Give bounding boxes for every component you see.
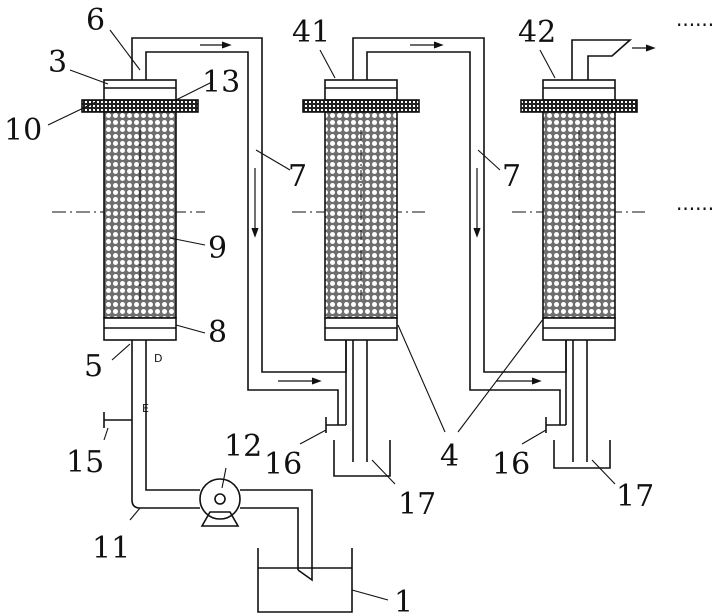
label-10: 10	[4, 113, 42, 148]
ellipsis-middle: ......	[676, 191, 714, 215]
valve-15	[103, 412, 132, 428]
label-6: 6	[86, 3, 105, 38]
label-17-second: 17	[616, 479, 654, 514]
label-17-first: 17	[398, 487, 436, 522]
tank	[257, 548, 353, 613]
label-5: 5	[84, 349, 103, 384]
flange	[81, 99, 199, 113]
valve-16-first	[325, 417, 346, 433]
label-41: 41	[292, 15, 330, 50]
label-42: 42	[518, 15, 556, 50]
label-13: 13	[202, 65, 240, 100]
label-11: 11	[92, 531, 130, 566]
label-16-first: 16	[264, 447, 302, 482]
beaker-17-second	[553, 440, 611, 469]
ellipsis-top: ......	[676, 7, 714, 31]
label-1: 1	[394, 585, 413, 616]
marker-5: D	[154, 352, 162, 365]
label-7-second: 7	[502, 159, 521, 194]
beaker-17-first	[333, 440, 391, 477]
label-16-second: 16	[492, 447, 530, 482]
label-4: 4	[440, 439, 459, 474]
label-8: 8	[208, 315, 227, 350]
pipe-7-second	[352, 37, 567, 425]
label-15: 15	[66, 445, 104, 480]
outlet-pipe	[571, 39, 633, 80]
label-9: 9	[208, 231, 227, 266]
column-2	[302, 79, 420, 341]
label-12: 12	[224, 429, 262, 464]
label-7-first: 7	[288, 159, 307, 194]
column-3	[520, 79, 638, 341]
column-1	[81, 79, 199, 341]
pump	[199, 478, 241, 527]
label-3: 3	[48, 45, 67, 80]
flow-arrows	[200, 41, 656, 385]
pipe-7-first	[131, 37, 347, 425]
valve-16-second	[545, 417, 566, 433]
leader-lines	[47, 29, 616, 601]
marker-15: E	[142, 402, 149, 415]
